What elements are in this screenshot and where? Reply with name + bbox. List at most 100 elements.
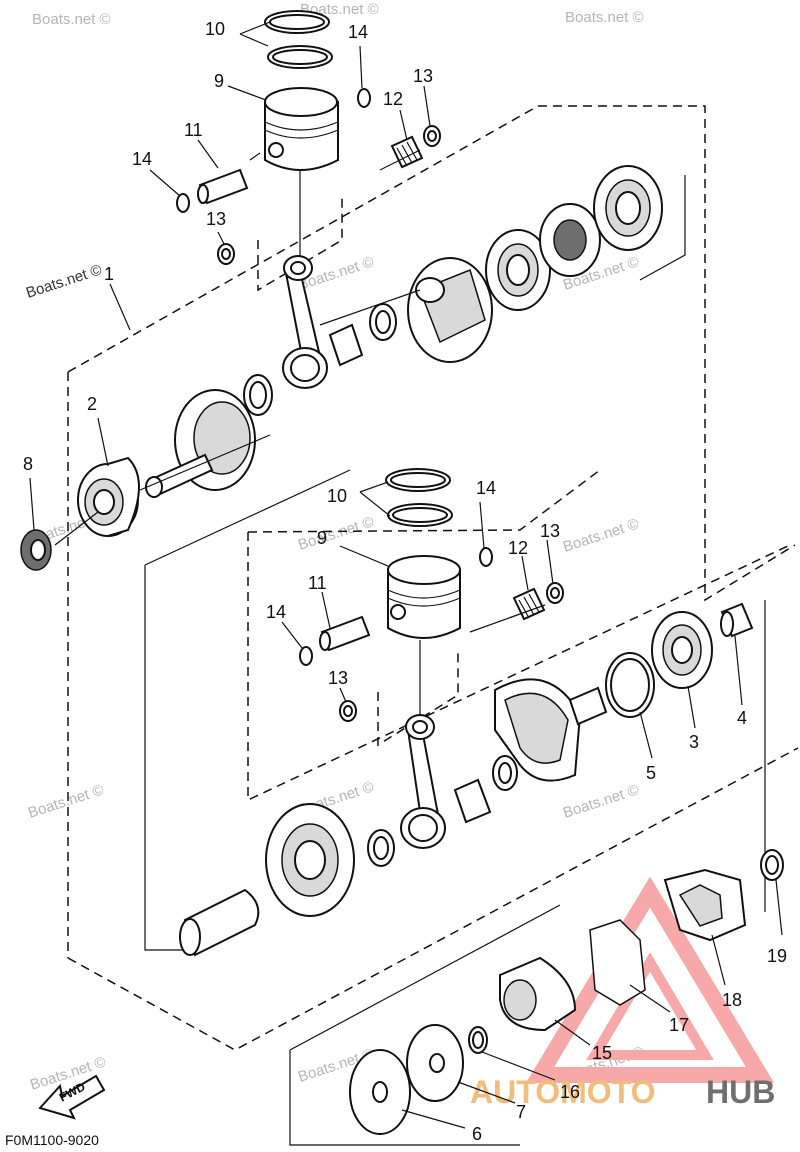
brand-text-part2: HUB (706, 1074, 775, 1110)
crankshaft-assembly-outline (67, 747, 799, 1051)
callout-numbers: 10 14 13 9 12 11 14 13 1 2 8 14 10 13 9 … (23, 19, 787, 1144)
piston-lower (387, 569, 461, 639)
leader-line-13c (546, 539, 554, 585)
pump-group-bracket (289, 904, 561, 1051)
forward-arrow-icon (38, 1074, 106, 1120)
callout-17: 17 (669, 1015, 689, 1035)
piston-lower-crown (387, 555, 461, 585)
crank-bearing-lower-left-bore (294, 840, 326, 880)
watermark-text: Boats.net © (24, 261, 104, 301)
callout-10: 10 (205, 19, 225, 39)
piston-pin-lower-end (319, 631, 331, 651)
watermark-text: Boats.net © (565, 9, 644, 26)
circlip-lower-right (479, 547, 493, 567)
callout-12: 12 (508, 538, 528, 558)
crank-bearing-upper-1-bore (506, 254, 530, 286)
piston-upper-crown (264, 87, 338, 117)
watermark-text: Boats.net © (561, 781, 641, 821)
needle-bearing-lower-rollers (518, 593, 540, 619)
crank-group-bracket (144, 469, 351, 566)
callout-11: 11 (184, 120, 203, 140)
callout-13: 13 (413, 66, 433, 86)
leader-line-14b (359, 45, 363, 89)
lower-piston-set (299, 468, 564, 722)
figure-code: F0M1100-9020 (5, 1132, 99, 1148)
leader-line-12b (521, 555, 529, 591)
upper-bearing-bracket (639, 175, 686, 281)
crank-washer-upper-right-hole (375, 310, 391, 334)
callout-6: 6 (472, 1124, 482, 1144)
piston-ring-lower-1-hole (390, 472, 446, 488)
crank-washer-upper-left-hole (249, 381, 267, 409)
watermarks: Boats.net © Boats.net © Boats.net © Boat… (24, 1, 646, 1094)
connecting-rod-lower-small-end-hole (412, 720, 428, 734)
crank-web-upper-left-face (193, 401, 251, 475)
piston-lower-ring-groove (387, 597, 461, 607)
washer-16-hole (472, 1031, 484, 1049)
circlip-upper-left (176, 193, 190, 213)
callout-13: 13 (540, 521, 560, 541)
crank-shaft-end-lower (568, 686, 608, 726)
callout-18: 18 (722, 990, 742, 1010)
watermark-text: Boats.net © (561, 515, 641, 555)
crank-pin-upper (328, 323, 364, 367)
oil-seal-left-bore (30, 539, 46, 561)
pump-coupling-parts (349, 849, 784, 1135)
leader-line-5 (639, 711, 653, 759)
piston-ring-upper-1-hole (269, 14, 325, 30)
connecting-rod-upper-small-end-hole (290, 261, 306, 275)
leader-line-9b (339, 545, 389, 567)
connecting-rod-upper-big-end-hole (290, 354, 320, 382)
piston-upper-pin-boss (268, 142, 284, 158)
washer-lower-left-hole (343, 705, 353, 717)
callout-14: 14 (132, 149, 152, 169)
leader-line-4 (734, 635, 743, 706)
bushing-lower-right-end (720, 611, 734, 637)
crankshaft-assembly-outline (67, 105, 796, 602)
crank-web-lower-face (504, 692, 569, 764)
leader-line-14a (149, 169, 181, 197)
upper-piston-set (176, 10, 441, 265)
crank-seal-upper-lip (553, 219, 587, 261)
leader-line-11a (197, 139, 219, 169)
assembly-outlines (67, 105, 799, 1051)
leader-line-7 (457, 1081, 516, 1104)
callout-13: 13 (206, 209, 226, 229)
crank-bearing-left-bore (93, 489, 115, 515)
connecting-rod-lower-big-end-hole (408, 814, 438, 842)
piston-upper-ring-groove (264, 121, 339, 131)
assembly-axis-line (419, 604, 546, 720)
leader-line-13b (217, 231, 225, 245)
callout-4: 4 (737, 708, 747, 728)
callout-14: 14 (348, 22, 368, 42)
brand-triangle-inner (586, 952, 714, 1060)
callout-3: 3 (689, 732, 699, 752)
callout-19: 19 (767, 946, 787, 966)
leader-line-14d (479, 501, 485, 549)
washer-upper-right-hole (427, 130, 437, 142)
callout-11: 11 (308, 573, 327, 593)
leader-line-8 (29, 477, 35, 531)
crank-pin-lower (453, 778, 492, 824)
circlip-upper-right (357, 88, 371, 108)
plate-7-hole (429, 1053, 445, 1073)
leader-line-3 (687, 685, 696, 729)
callout-7: 7 (516, 1102, 526, 1122)
crank-bearing-upper-2-bore (615, 191, 641, 225)
piston-ring-lower-2-hole (392, 507, 448, 523)
callout-1: 1 (104, 264, 114, 284)
piston-pin-upper-end (197, 184, 209, 204)
callout-16: 16 (560, 1082, 580, 1102)
leader-line-2 (97, 417, 109, 467)
callout-8: 8 (23, 454, 33, 474)
crank-washer-lower-left-hole (373, 836, 389, 860)
leader-lines (29, 21, 783, 1129)
leader-line-19 (775, 879, 783, 936)
circlip-lower-left (299, 646, 313, 666)
watermark-text: Boats.net © (32, 11, 111, 28)
crank-shaft-lower-end (179, 918, 201, 956)
callout-13: 13 (328, 668, 348, 688)
lower-crank-assembly (179, 602, 754, 957)
piston-lower-pin-boss (390, 604, 406, 620)
